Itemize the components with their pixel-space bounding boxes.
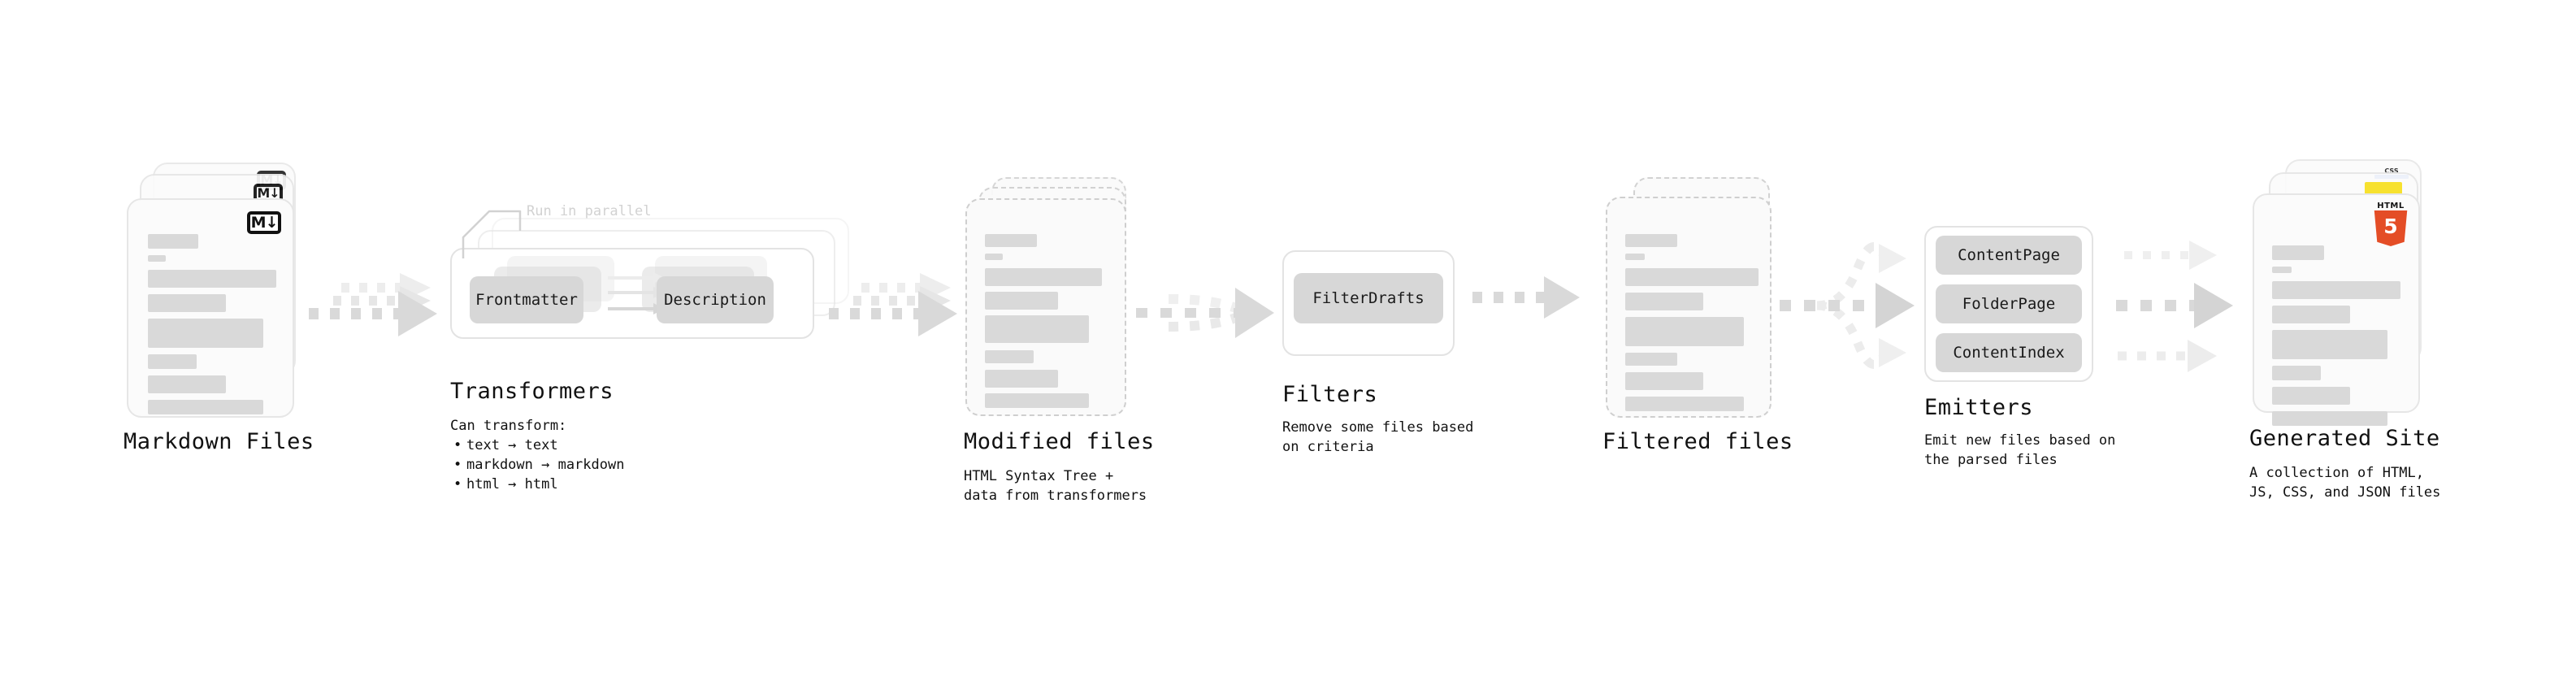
filter-node-filterdrafts[interactable]: FilterDrafts — [1294, 273, 1443, 323]
skeleton-bar — [148, 319, 263, 348]
transformer-node-description[interactable]: Description — [657, 276, 774, 323]
skeleton-bar — [1625, 293, 1703, 310]
skeleton-bar — [2272, 306, 2350, 323]
emitters-caption-line: Emit new files based on — [1924, 432, 2116, 449]
skeleton-bar — [148, 270, 276, 288]
stage-title-generated-site: Generated Site — [2249, 426, 2440, 451]
skeleton-bar — [1625, 353, 1677, 366]
skeleton-bar — [1625, 317, 1744, 346]
modified-files-caption-line: data from transformers — [964, 488, 1147, 504]
markdown-badge-text: M↓ — [250, 213, 279, 232]
skeleton-bar — [2272, 281, 2400, 299]
skeleton-bar — [2272, 387, 2350, 405]
skeleton-bar — [1625, 397, 1744, 411]
skeleton-bar — [1625, 234, 1677, 247]
emitter-node-folderpage[interactable]: FolderPage — [1936, 284, 2082, 323]
stage-title-filters: Filters — [1282, 382, 1378, 407]
transformers-caption-list: text → text markdown → markdown html → h… — [450, 436, 625, 494]
stage-title-markdown-files: Markdown Files — [124, 429, 314, 454]
html5-icon-shield — [2374, 210, 2408, 246]
transformer-internal-arrows — [608, 272, 665, 314]
filters-caption-line: Remove some files based — [1282, 419, 1474, 436]
run-in-parallel-bracket-icon — [462, 210, 522, 258]
transformers-caption-item: text → text — [453, 436, 624, 455]
generated-site-caption-line: JS, CSS, and JSON files — [2249, 484, 2441, 501]
skeleton-bar — [1625, 268, 1759, 286]
transformer-node-frontmatter[interactable]: Frontmatter — [470, 276, 583, 323]
css3-icon-label: CSS — [2384, 167, 2399, 175]
arrow-modified-files-to-filters — [1136, 288, 1274, 338]
skeleton-bar — [1625, 372, 1703, 390]
emitter-node-contentpage[interactable]: ContentPage — [1936, 236, 2082, 275]
generated-site-caption-line: A collection of HTML, — [2249, 465, 2424, 481]
generated-card-front: HTML — [2253, 193, 2420, 426]
transformers-caption-heading: Can transform: — [450, 418, 567, 434]
skeleton-bar — [985, 370, 1058, 388]
skeleton-bar — [2272, 411, 2387, 426]
transformers-caption: Can transform: text → text markdown → ma… — [450, 416, 624, 494]
emitter-node-label: FolderPage — [1962, 295, 2056, 313]
html5-icon: HTML — [2371, 202, 2410, 247]
transformer-node-label: Frontmatter — [475, 291, 578, 309]
skeleton-bar — [985, 254, 1003, 260]
skeleton-bar — [2272, 366, 2321, 380]
generated-site-caption: A collection of HTML, JS, CSS, and JSON … — [2249, 463, 2440, 502]
stage-title-transformers: Transformers — [450, 379, 614, 404]
html5-icon-label: HTML — [2377, 202, 2405, 210]
skeleton-bar — [2272, 267, 2292, 273]
emitters-caption-line: the parsed files — [1924, 452, 2058, 468]
skeleton-bar — [2272, 330, 2387, 359]
arrow-markdown-to-transformers — [309, 273, 437, 336]
stage-title-modified-files: Modified files — [964, 429, 1155, 454]
arrow-emitters-to-generated-site — [2116, 241, 2233, 372]
transformers-caption-item: markdown → markdown — [453, 455, 625, 475]
emitter-node-label: ContentIndex — [1953, 344, 2065, 362]
skeleton-bar — [148, 294, 226, 312]
skeleton-bar — [1625, 254, 1645, 260]
arrow-filtered-files-to-emitters — [1780, 242, 1915, 369]
skeleton-bar — [985, 234, 1037, 247]
skeleton-bar — [148, 400, 263, 414]
transformers-caption-item: html → html — [453, 475, 624, 494]
skeleton-bar — [148, 234, 198, 249]
emitters-caption: Emit new files based on the parsed files — [1924, 431, 2115, 470]
markdown-badge-icon: M↓ — [247, 211, 281, 234]
skeleton-bar — [985, 292, 1058, 310]
arrow-filters-to-filtered-files — [1472, 276, 1580, 319]
stage-title-emitters: Emitters — [1924, 395, 2034, 420]
skeleton-bar — [2272, 245, 2324, 260]
filter-node-label: FilterDrafts — [1312, 289, 1425, 307]
run-in-parallel-label: Run in parallel — [527, 203, 652, 219]
transformer-node-label: Description — [664, 291, 766, 309]
skeleton-bar — [148, 255, 166, 262]
emitter-node-label: ContentPage — [1958, 246, 2060, 264]
stage-title-filtered-files: Filtered files — [1602, 429, 1793, 454]
filters-caption-line: on criteria — [1282, 439, 1374, 455]
markdown-badge-text: M↓ — [257, 185, 280, 201]
skeleton-bar — [148, 375, 226, 393]
skeleton-bar — [985, 315, 1089, 343]
skeleton-bar — [985, 350, 1034, 363]
filtered-card-front — [1606, 197, 1772, 418]
skeleton-bar — [148, 354, 197, 369]
emitter-node-contentindex[interactable]: ContentIndex — [1936, 333, 2082, 372]
skeleton-bar — [985, 393, 1089, 408]
modified-files-caption: HTML Syntax Tree + data from transformer… — [964, 466, 1147, 505]
arrow-transformers-to-modified-files — [829, 273, 957, 336]
skeleton-bar — [985, 268, 1102, 286]
modified-files-caption-line: HTML Syntax Tree + — [964, 468, 1114, 484]
modified-card-front — [965, 198, 1126, 416]
markdown-card-front: M↓ — [127, 198, 294, 418]
filters-caption: Remove some files based on criteria — [1282, 418, 1473, 457]
